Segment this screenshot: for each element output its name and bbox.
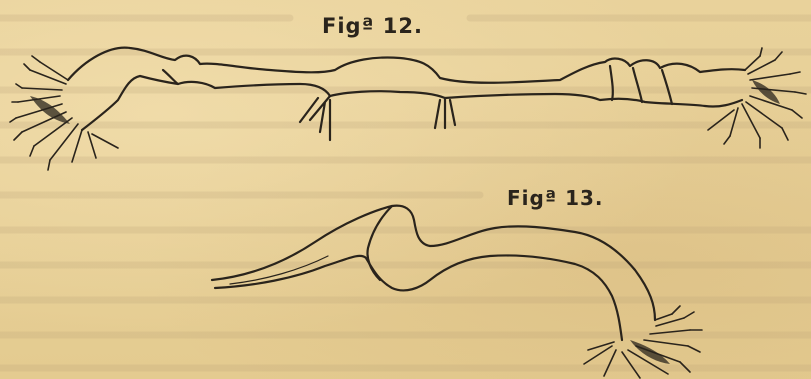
bottom-tuft-shading <box>630 340 670 364</box>
